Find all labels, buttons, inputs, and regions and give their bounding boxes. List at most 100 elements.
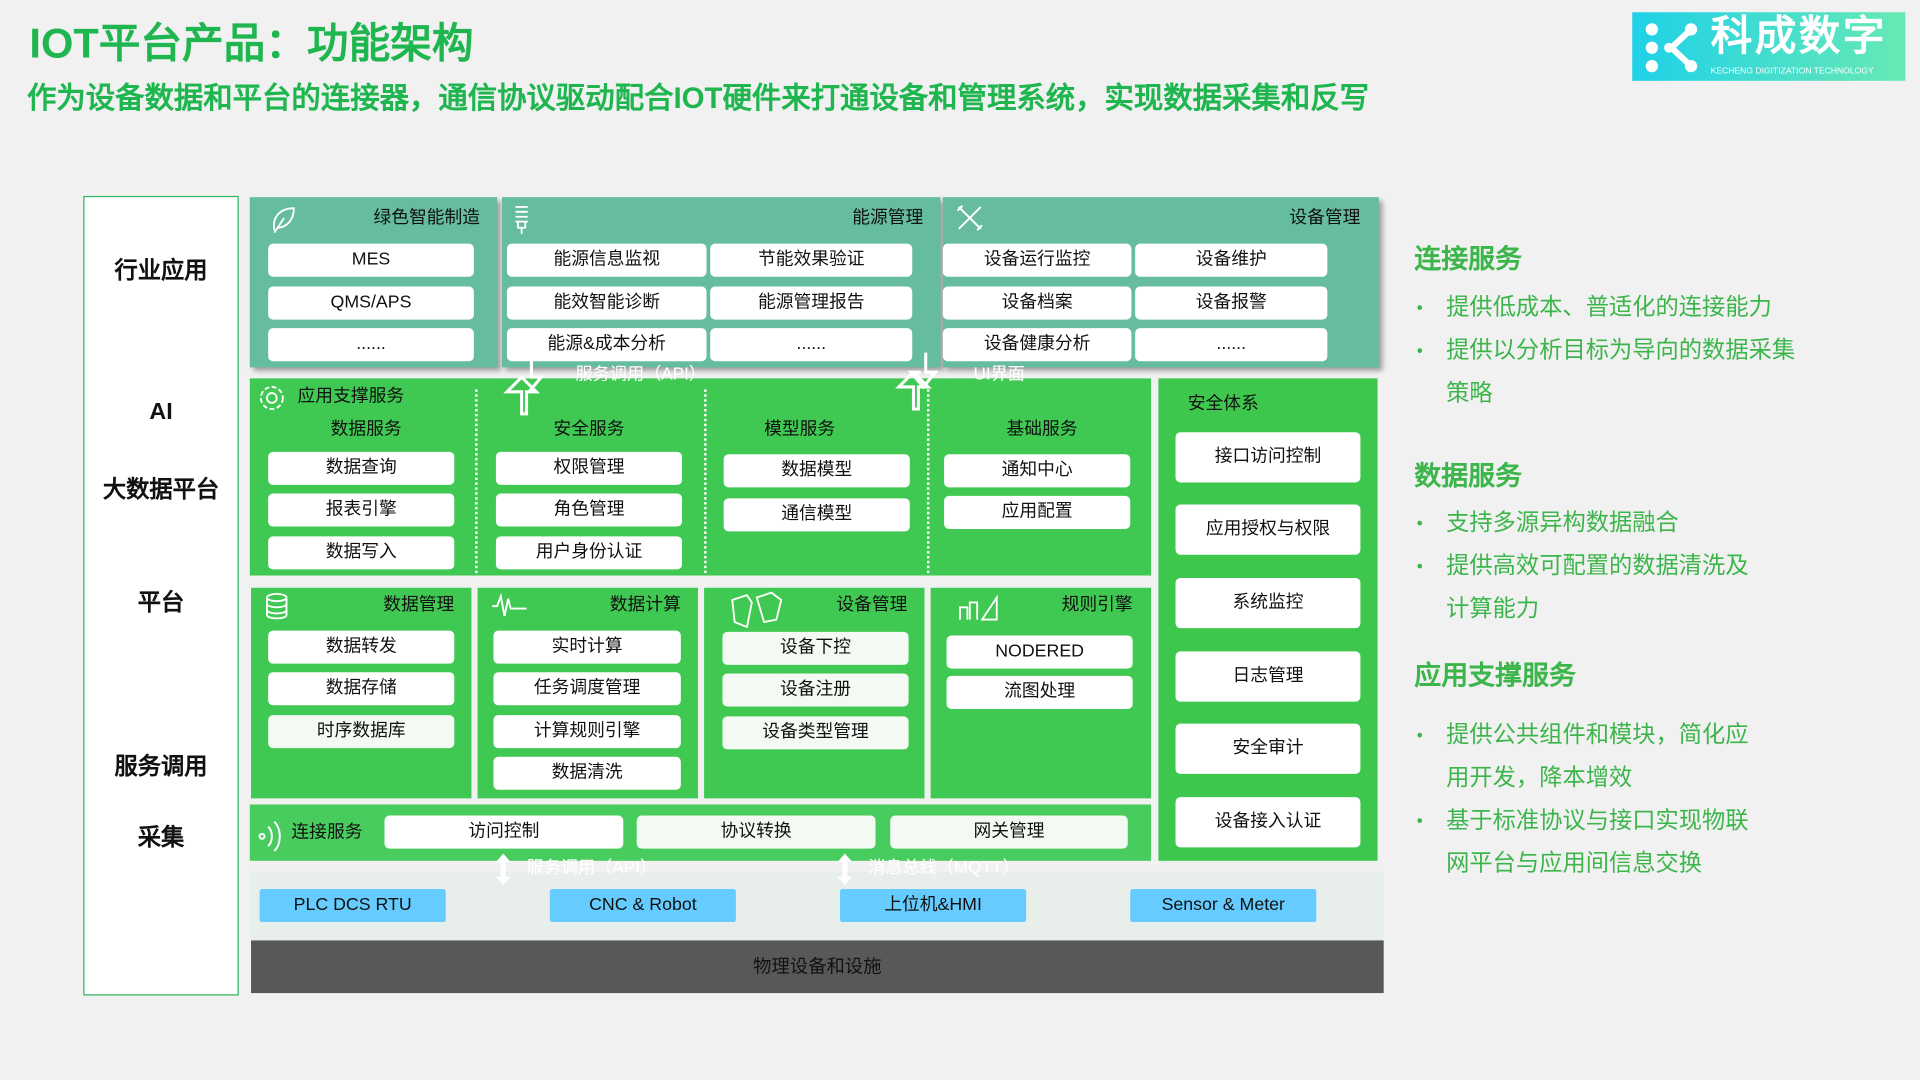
- item[interactable]: 任务调度管理: [493, 672, 681, 706]
- item[interactable]: ......: [1135, 328, 1328, 362]
- item[interactable]: 设备运行监控: [942, 243, 1132, 277]
- right-bullet: 提供公共组件和模块，简化应用开发，降本增效: [1417, 714, 1764, 800]
- right-bullet: 支持多源异构数据融合: [1417, 502, 1813, 545]
- layer-industry: 行业应用: [114, 258, 208, 285]
- layer-platform: 平台: [137, 590, 185, 616]
- panel-title: 能源管理: [852, 208, 924, 228]
- right-bullet: 提供以分析目标为导向的数据采集策略: [1417, 329, 1813, 415]
- item[interactable]: 实时计算: [493, 630, 681, 664]
- item[interactable]: 通知中心: [944, 454, 1131, 488]
- arrow-label-api: 服务调用（API）: [526, 857, 658, 877]
- item[interactable]: 角色管理: [495, 493, 683, 527]
- chart-icon: [959, 594, 998, 621]
- item[interactable]: 计算规则引擎: [493, 715, 681, 749]
- layer-ai: AI: [149, 399, 173, 425]
- item[interactable]: 设备维护: [1135, 243, 1328, 277]
- right-heading: 应用支撑服务: [1414, 660, 1576, 691]
- item[interactable]: 设备注册: [722, 673, 909, 707]
- item[interactable]: 协议转换: [636, 815, 876, 849]
- item[interactable]: 日志管理: [1175, 651, 1361, 702]
- item[interactable]: 设备档案: [942, 286, 1132, 320]
- item[interactable]: 能效智能诊断: [506, 286, 707, 320]
- arrow-up-down-icon: [895, 352, 939, 411]
- item[interactable]: 数据查询: [268, 451, 455, 485]
- column-divider: [475, 389, 478, 574]
- item[interactable]: 能源管理报告: [710, 286, 913, 320]
- lightbulb-icon: [515, 206, 528, 234]
- arrow-up-down-icon: [495, 853, 511, 886]
- item[interactable]: 接口访问控制: [1175, 432, 1361, 483]
- item[interactable]: 安全审计: [1175, 723, 1361, 774]
- item[interactable]: 报表引擎: [268, 493, 455, 527]
- item[interactable]: 能源信息监视: [506, 243, 707, 277]
- item[interactable]: 应用配置: [944, 495, 1131, 529]
- panel-title: 设备管理: [836, 595, 908, 615]
- item[interactable]: 权限管理: [495, 451, 683, 485]
- right-bullet: 提供高效可配置的数据清洗及计算能力: [1417, 545, 1764, 631]
- panel-title: 数据管理: [383, 595, 455, 615]
- right-heading: 数据服务: [1414, 460, 1523, 492]
- item[interactable]: 网关管理: [890, 815, 1128, 849]
- item[interactable]: 数据写入: [268, 536, 455, 570]
- device-box[interactable]: CNC & Robot: [549, 888, 736, 923]
- item[interactable]: 流图处理: [946, 675, 1133, 709]
- gear-icon: [259, 386, 284, 410]
- logo-name: 科成数字: [1710, 13, 1887, 61]
- arrow-up-down-icon: [837, 853, 853, 886]
- item[interactable]: NODERED: [946, 635, 1133, 669]
- layer-labels: 行业应用 AI 大数据平台 平台 服务调用 采集: [83, 195, 239, 996]
- item[interactable]: 通信模型: [723, 498, 910, 532]
- arrow-label-ui: UI界面: [973, 363, 1025, 384]
- item[interactable]: ......: [710, 328, 913, 362]
- layer-service-call: 服务调用: [114, 754, 208, 781]
- item[interactable]: 设备健康分析: [942, 328, 1132, 362]
- item[interactable]: 数据模型: [723, 454, 910, 488]
- item[interactable]: 数据存储: [268, 672, 455, 706]
- item-qms[interactable]: QMS/APS: [268, 286, 474, 320]
- column-divider: [926, 389, 930, 574]
- logo-icon: [1645, 23, 1698, 73]
- layer-collect: 采集: [137, 825, 185, 852]
- item[interactable]: 设备类型管理: [722, 716, 909, 750]
- page-subtitle: 作为设备数据和平台的连接器，通信协议驱动配合IOT硬件来打通设备和管理系统，实现…: [26, 82, 1369, 116]
- item[interactable]: 节能效果验证: [710, 243, 913, 277]
- col-title: 模型服务: [764, 420, 836, 440]
- arrow-up-down-icon: [503, 357, 545, 416]
- right-heading: 连接服务: [1414, 243, 1523, 275]
- device-box[interactable]: Sensor & Meter: [1130, 888, 1317, 923]
- item[interactable]: 设备接入认证: [1175, 797, 1361, 848]
- panel-title: 应用支撑服务: [297, 386, 405, 407]
- item[interactable]: 应用授权与权限: [1175, 504, 1361, 555]
- item[interactable]: 用户身份认证: [495, 536, 683, 570]
- right-bullet: 提供低成本、普适化的连接能力: [1417, 287, 1813, 330]
- database-icon: [266, 592, 288, 620]
- item-more[interactable]: ......: [268, 328, 474, 362]
- leaf-icon: [273, 207, 295, 234]
- item[interactable]: 数据清洗: [493, 756, 681, 790]
- item[interactable]: 能源&成本分析: [506, 328, 707, 362]
- tools-icon: [956, 205, 983, 231]
- logo: 科成数字 KECHENG DIGITIZATION TECHNOLOGY: [1632, 12, 1906, 81]
- item[interactable]: 设备下控: [722, 631, 909, 665]
- panel-title: 连接服务: [291, 822, 363, 843]
- panel-title: 规则引擎: [1061, 595, 1133, 615]
- device-box[interactable]: PLC DCS RTU: [259, 888, 446, 923]
- item-mes[interactable]: MES: [268, 243, 474, 277]
- arrow-label-mqtt: 消息总线（MQTT）: [868, 857, 1020, 877]
- item[interactable]: 数据转发: [268, 630, 455, 664]
- layer-bigdata: 大数据平台: [102, 477, 220, 504]
- item[interactable]: 设备报警: [1135, 286, 1328, 320]
- page-title: IOT平台产品：功能架构: [29, 20, 474, 68]
- item[interactable]: 访问控制: [384, 815, 624, 849]
- item[interactable]: 时序数据库: [268, 715, 455, 749]
- col-title: 基础服务: [1006, 420, 1078, 440]
- item[interactable]: 系统监控: [1175, 577, 1361, 629]
- arrow-label-api: 服务调用（API）: [575, 363, 707, 384]
- panel-title: 数据计算: [609, 595, 681, 615]
- col-title: 数据服务: [330, 420, 402, 440]
- logo-tagline: KECHENG DIGITIZATION TECHNOLOGY: [1710, 67, 1874, 76]
- col-title: 安全服务: [553, 420, 625, 440]
- device-box[interactable]: 上位机&HMI: [840, 888, 1027, 923]
- physical-layer: 物理设备和设施: [251, 940, 1384, 994]
